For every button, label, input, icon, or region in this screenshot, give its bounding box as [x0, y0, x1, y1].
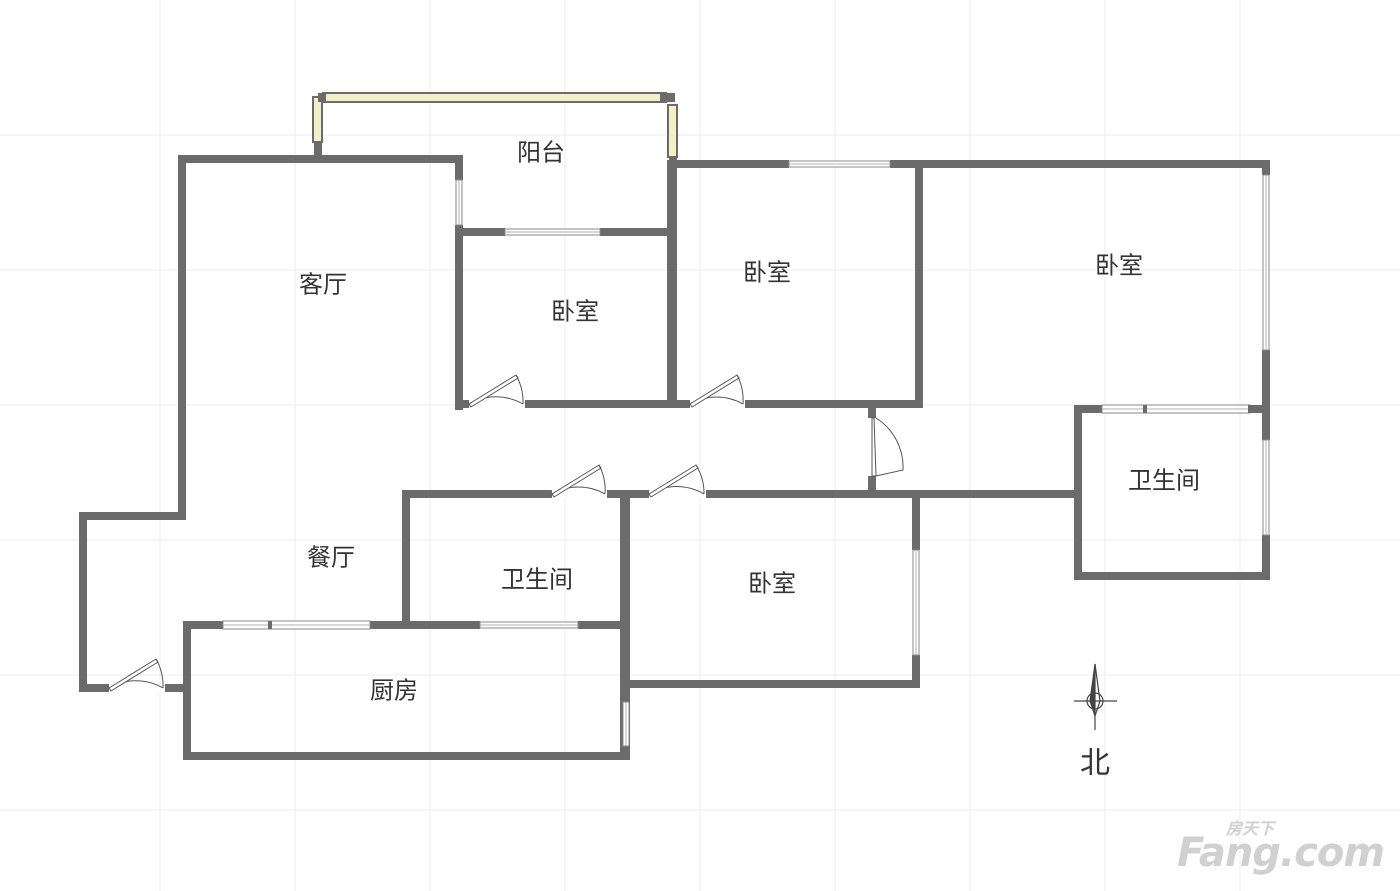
compass-north-label: 北: [1080, 746, 1110, 781]
watermark-brand-cn: 房天下: [1225, 819, 1274, 838]
label-master-bedroom: 卧室: [1095, 252, 1143, 280]
door-corridor: [868, 417, 904, 477]
watermark-logo: 房天下 Fang.com: [1177, 819, 1385, 876]
label-living-room: 客厅: [299, 271, 347, 299]
room-labels: 阳台 客厅 卧室 卧室 卧室 卫生间 餐厅 卫生间 卧室 厨房: [299, 139, 1200, 705]
walls: [79, 140, 1270, 760]
door-south-bedroom: [648, 464, 706, 498]
balcony-rails: [312, 92, 678, 158]
label-middle-bedroom: 卧室: [743, 259, 791, 287]
door-entrance: [108, 658, 165, 692]
door-center-bath: [551, 464, 607, 498]
door-small-bedroom: [468, 374, 525, 408]
label-master-bathroom: 卫生间: [1128, 467, 1200, 495]
label-south-bedroom: 卧室: [748, 570, 796, 598]
label-dining-room: 餐厅: [307, 544, 355, 572]
label-small-bedroom: 卧室: [551, 298, 599, 326]
windows: [222, 160, 1270, 747]
label-center-bathroom: 卫生间: [501, 566, 573, 594]
label-kitchen: 厨房: [370, 677, 418, 705]
compass: 北: [1074, 663, 1117, 781]
compass-icon: [1074, 663, 1117, 730]
door-middle-bedroom: [689, 374, 745, 408]
doors: [108, 374, 904, 692]
label-balcony: 阳台: [517, 139, 565, 167]
watermark-brand-en: Fang.com: [1177, 830, 1385, 876]
